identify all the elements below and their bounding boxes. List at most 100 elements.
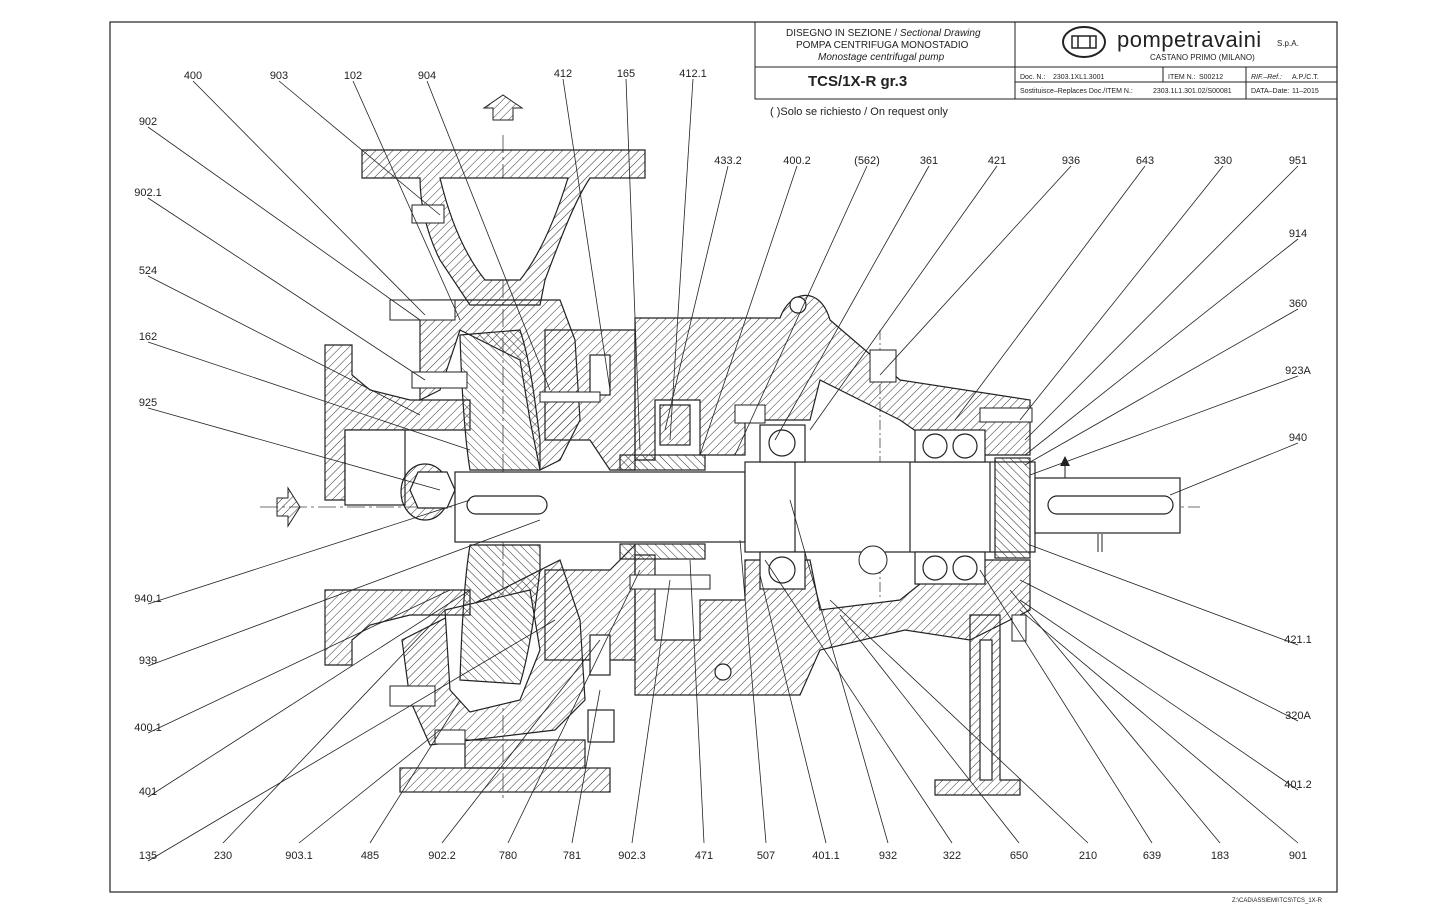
callout-135: 135 — [139, 850, 157, 862]
leader-line — [1169, 442, 1299, 496]
leader-line — [369, 699, 461, 844]
doc-value: 2303.1XL1.3001 — [1053, 74, 1105, 81]
leader-line — [625, 78, 641, 451]
callout-643: 643 — [1136, 155, 1154, 167]
leader-line — [147, 126, 421, 321]
callout-471: 471 — [695, 850, 713, 862]
leader-line — [507, 569, 641, 844]
leader-line — [278, 80, 441, 216]
leader-line — [222, 609, 446, 844]
date-label: DATA–Date: — [1251, 88, 1290, 95]
callout-951: 951 — [1289, 155, 1307, 167]
callout-923A: 923A — [1285, 365, 1311, 377]
title-line-1: DISEGNO IN SEZIONE / Sectional Drawing — [786, 28, 981, 39]
shaft — [454, 461, 1181, 553]
callout-902: 902 — [139, 116, 157, 128]
leader-line — [147, 341, 471, 451]
callout-902-1: 902.1 — [134, 187, 162, 199]
callout-230: 230 — [214, 850, 232, 862]
leader-line — [1019, 599, 1299, 791]
callout-322: 322 — [943, 850, 961, 862]
leader-line — [147, 589, 451, 734]
leader-line — [1024, 165, 1299, 441]
leader-line — [426, 80, 551, 391]
company-suffix: S.p.A. — [1277, 39, 1299, 48]
callout-903-1: 903.1 — [285, 850, 313, 862]
item-label: ITEM N.: — [1168, 74, 1196, 81]
callout-650: 650 — [1010, 850, 1028, 862]
rif-value: A.P./C.T. — [1292, 74, 1319, 81]
date-value: 11–2015 — [1292, 88, 1319, 95]
leader-line — [1024, 308, 1299, 466]
leader-line — [147, 499, 471, 605]
leader-line — [829, 599, 1089, 844]
callout-902-3: 902.3 — [618, 850, 646, 862]
leader-line — [562, 78, 611, 391]
leader-line — [699, 165, 798, 456]
leader-line — [664, 165, 729, 431]
callout-162: 162 — [139, 331, 157, 343]
drawing-border — [109, 21, 1338, 893]
doc-label: Doc. N.: — [1020, 74, 1046, 81]
callout-904: 904 — [418, 70, 436, 82]
callout-421-1: 421.1 — [1284, 634, 1312, 646]
callout-940: 940 — [1289, 432, 1307, 444]
callout-562: (562) — [854, 155, 880, 167]
callout-903: 903 — [270, 70, 288, 82]
callout-940-1: 940.1 — [134, 593, 162, 605]
leader-line — [689, 559, 705, 844]
bearing-bracket — [634, 294, 1031, 796]
callout-939: 939 — [139, 655, 157, 667]
callout-361: 361 — [920, 155, 938, 167]
leader-line — [147, 197, 426, 381]
callout-102: 102 — [344, 70, 362, 82]
seal-chamber — [544, 329, 706, 743]
impeller — [400, 329, 541, 685]
pump-casing — [361, 149, 646, 793]
callout-902-2: 902.2 — [428, 850, 456, 862]
callout-901: 901 — [1289, 850, 1307, 862]
callout-165: 165 — [617, 68, 635, 80]
leader-line — [441, 639, 601, 844]
callout-914: 914 — [1289, 228, 1307, 240]
leader-line — [764, 559, 953, 844]
leader-line — [1019, 579, 1299, 722]
leader-line — [1024, 238, 1299, 456]
leader-line — [669, 78, 694, 441]
callout-524: 524 — [139, 265, 157, 277]
leader-line — [147, 407, 441, 491]
leader-line — [1019, 165, 1224, 421]
company-name: pompetravaini — [1117, 27, 1262, 52]
leader-line — [759, 574, 827, 844]
bearings — [759, 424, 1031, 590]
leader-line — [192, 80, 426, 316]
callout-360: 360 — [1289, 298, 1307, 310]
leader-line — [774, 165, 930, 441]
leader-line — [298, 729, 441, 844]
replaces-label: Sostituisce–Replaces Doc./ITEM N.: — [1020, 88, 1133, 95]
replaces-value: 2303.1L1.301.02/S00081 — [1153, 88, 1232, 95]
leader-line — [979, 569, 1153, 844]
leader-line — [1019, 609, 1299, 844]
callout-401: 401 — [139, 786, 157, 798]
leader-line — [352, 80, 461, 321]
title-line-3: Monostage centrifugal pump — [818, 52, 945, 63]
file-path: Z:\CAD\ASSIEMI\TCS\TCS_1X-R — [1232, 898, 1323, 904]
callout-433-2: 433.2 — [714, 155, 742, 167]
callout-401-1: 401.1 — [812, 850, 840, 862]
callout-210: 210 — [1079, 850, 1097, 862]
leader-line — [147, 519, 541, 667]
rif-label: RIF.–Ref.: — [1251, 74, 1282, 81]
inlet-arrow — [276, 486, 301, 528]
callout-400-1: 400.1 — [134, 722, 162, 734]
leader-line — [571, 689, 601, 844]
title-block-frame — [754, 21, 1338, 100]
callout-421: 421 — [988, 155, 1006, 167]
leader-line — [631, 579, 671, 844]
callout-507: 507 — [757, 850, 775, 862]
company-city: CASTANO PRIMO (MILANO) — [1150, 53, 1255, 62]
leader-line — [147, 275, 421, 416]
